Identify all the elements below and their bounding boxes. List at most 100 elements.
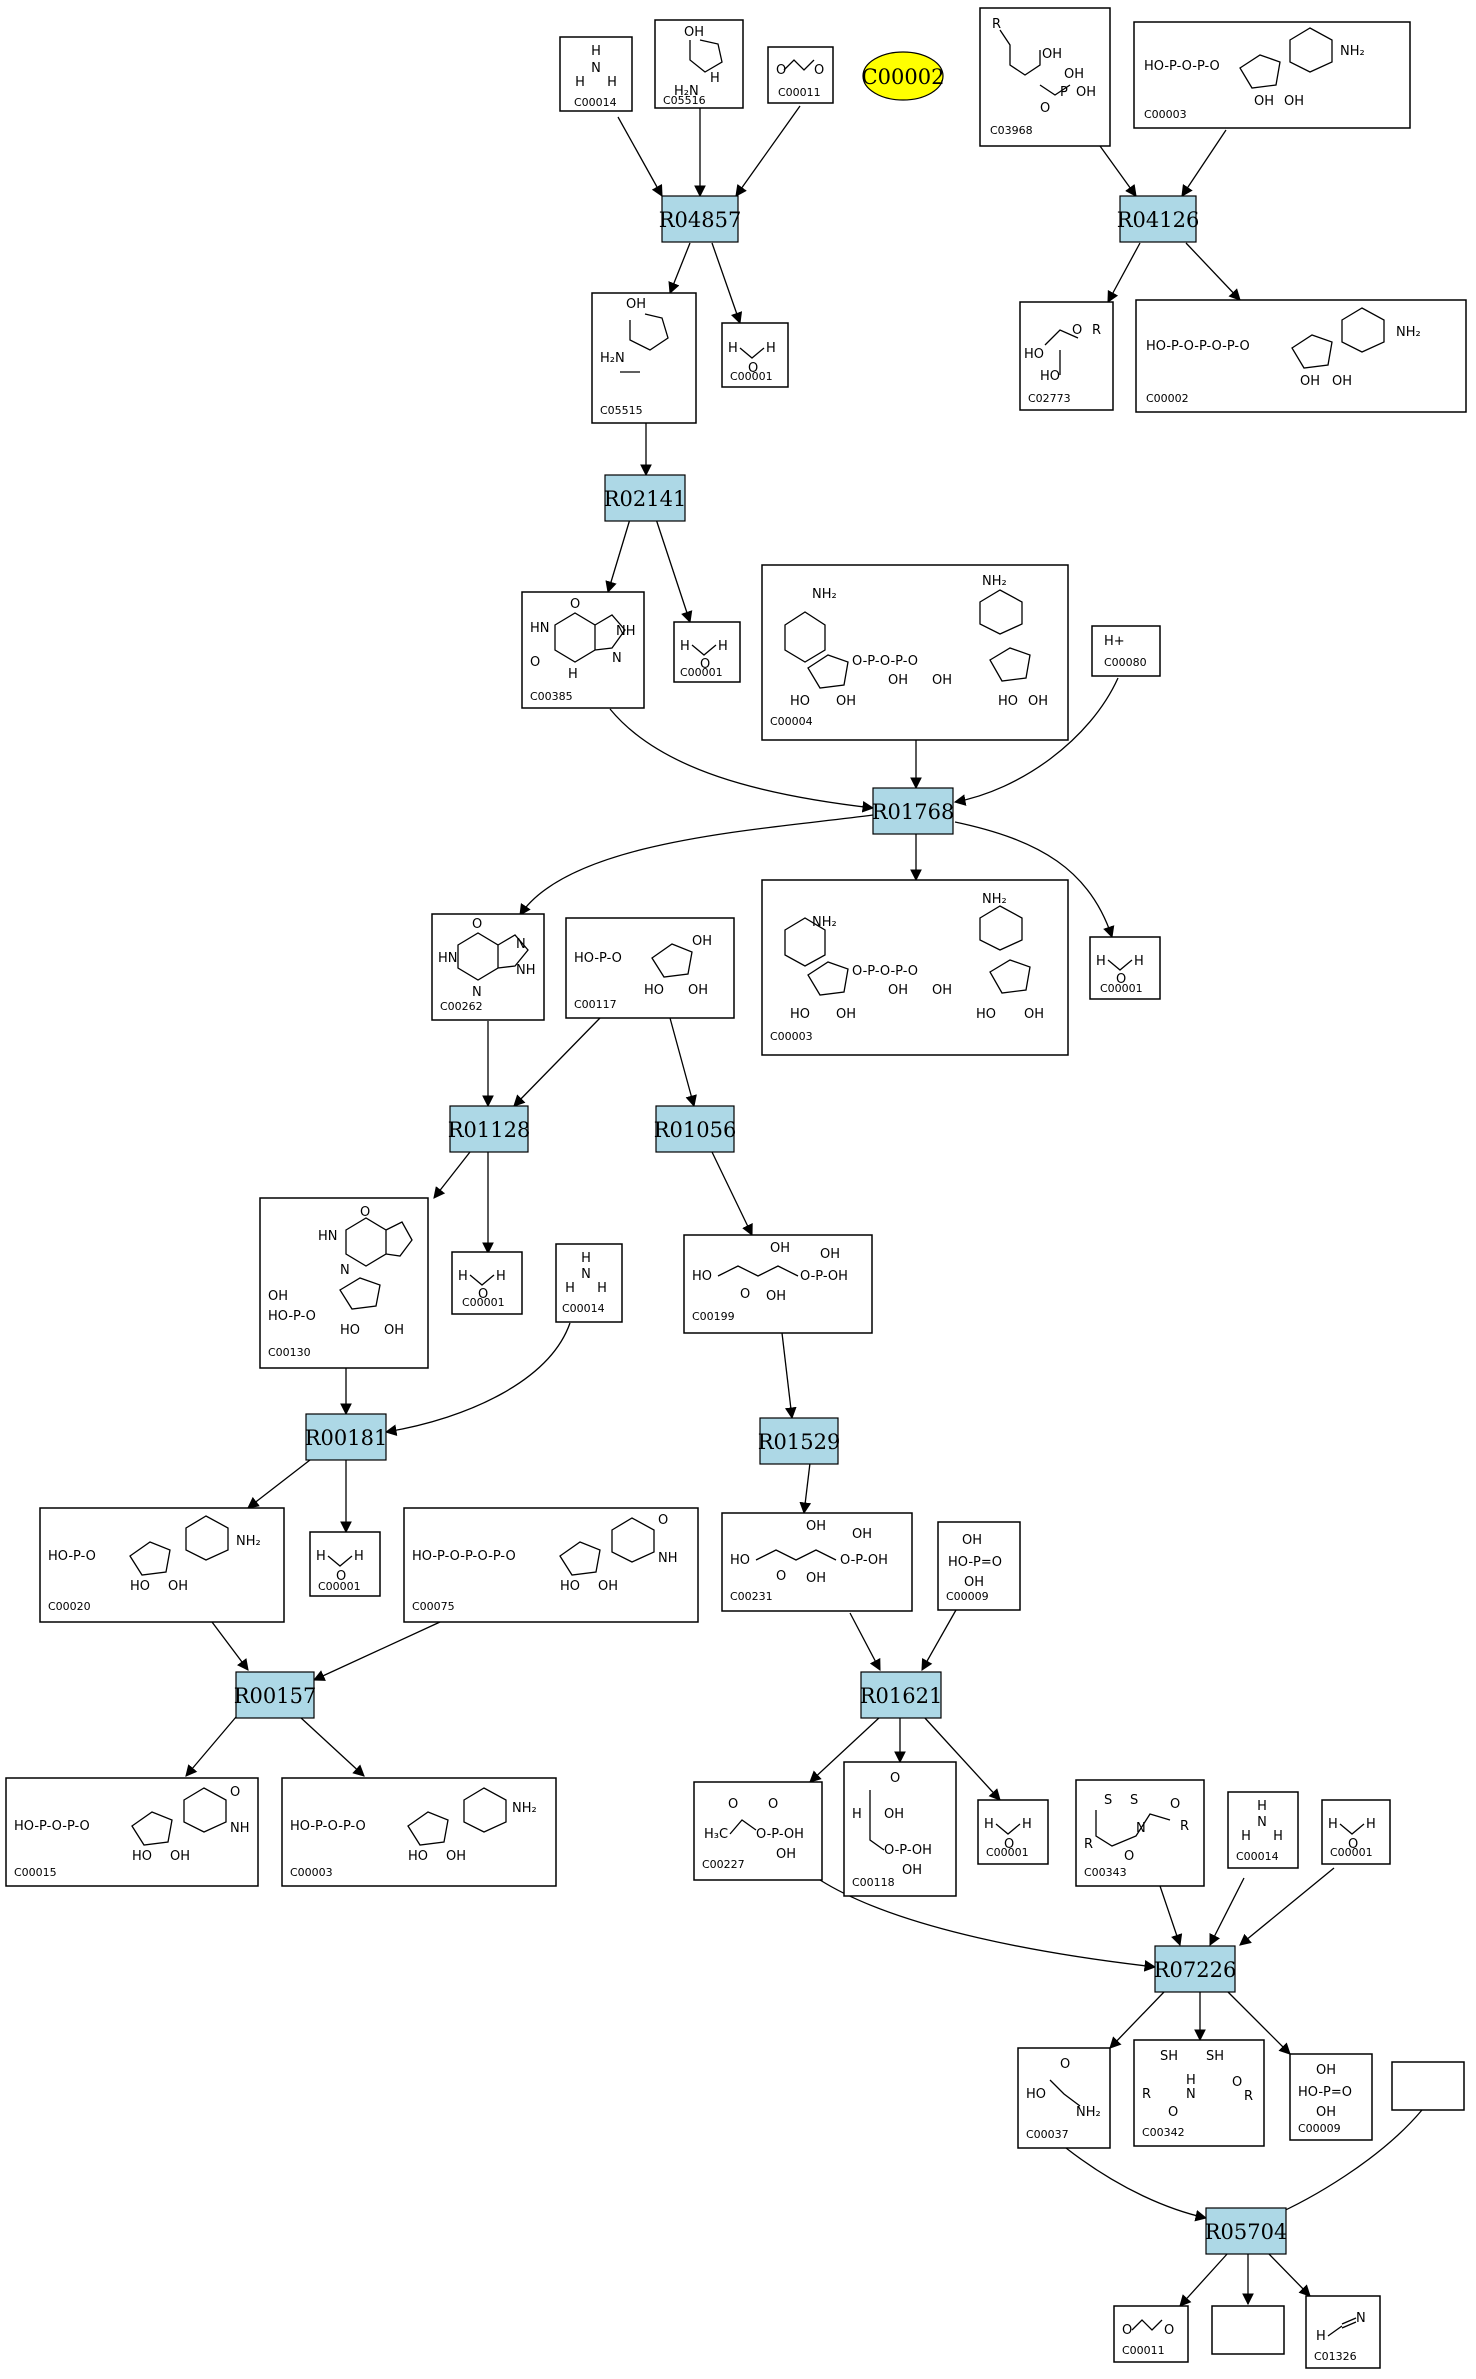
reaction-r01529[interactable]: R01529 — [758, 1417, 841, 1465]
compound-c00001-g[interactable]: H O H C00001 — [1321, 1799, 1391, 1865]
compound-id: C00080 — [1104, 656, 1147, 669]
compound-id: C02773 — [1028, 392, 1071, 405]
svg-text:OH: OH — [1064, 67, 1084, 82]
compound-id: C00014 — [574, 96, 617, 109]
compound-c00003-c[interactable]: HO-P-O-P-O NH₂ HO OH C00003 — [281, 1777, 557, 1887]
compound-c00009-b[interactable]: OH HO-P=O OH C00009 — [1289, 2053, 1373, 2141]
compound-c05515[interactable]: OH H₂N C05515 — [591, 292, 697, 424]
compound-c00020[interactable]: HO-P-O NH₂ HO OH C00020 — [39, 1507, 285, 1623]
compound-c03968[interactable]: R OH OH P OH O C03968 — [979, 7, 1111, 147]
compound-c00262[interactable]: O HN N N NH C00262 — [431, 913, 545, 1021]
svg-text:NH₂: NH₂ — [1076, 2105, 1101, 2120]
compound-c00001-e[interactable]: H O H C00001 — [309, 1531, 381, 1597]
compound-c00385[interactable]: O HN O H NH N C00385 — [521, 591, 645, 709]
compound-c00015[interactable]: HO-P-O-P-O O NH HO OH C00015 — [5, 1777, 259, 1887]
svg-text:O: O — [1072, 323, 1082, 338]
compound-c00001-c[interactable]: H O H C00001 — [1089, 936, 1161, 1000]
svg-text:SH: SH — [1206, 2049, 1224, 2064]
compound-id: C00004 — [770, 715, 813, 728]
svg-text:OH: OH — [820, 1247, 840, 1262]
compound-c00001-f[interactable]: H O H C00001 — [977, 1799, 1049, 1865]
svg-text:N: N — [1136, 1821, 1146, 1836]
svg-text:O: O — [658, 1513, 668, 1528]
compound-id: C00014 — [562, 1302, 605, 1315]
reaction-label: R04126 — [1117, 208, 1200, 232]
svg-text:O: O — [472, 917, 482, 932]
reaction-r04126[interactable]: R04126 — [1117, 195, 1200, 243]
compound-c00014-b[interactable]: H N H H C00014 — [555, 1243, 623, 1323]
reaction-r00157[interactable]: R00157 — [234, 1671, 317, 1719]
reaction-label: R04857 — [659, 208, 742, 232]
compound-id: C00009 — [946, 1590, 989, 1603]
compound-id: C00262 — [440, 1000, 483, 1013]
compound-c00002-highlight[interactable]: C00002 — [862, 51, 945, 101]
svg-text:OH: OH — [1316, 2063, 1336, 2078]
reaction-r04857[interactable]: R04857 — [659, 195, 742, 243]
compound-c00199[interactable]: OH OH HO O-P-OH O OH C00199 — [683, 1234, 873, 1334]
compound-c00003-a[interactable]: HO-P-O-P-O NH₂ OH OH C00003 — [1133, 21, 1411, 129]
compound-c00117[interactable]: HO-P-O OH HO OH C00117 — [565, 917, 735, 1019]
compound-id: C05516 — [663, 94, 706, 107]
compound-c00130[interactable]: O HN N OH HO-P-O HO OH C00130 — [259, 1197, 429, 1369]
compound-c00075[interactable]: HO-P-O-P-O-P-O O NH HO OH C00075 — [403, 1507, 699, 1623]
svg-text:OH: OH — [688, 983, 708, 998]
svg-text:HO-P-O-P-O: HO-P-O-P-O — [290, 1819, 366, 1834]
compound-c00009-a[interactable]: OH HO-P=O OH C00009 — [937, 1521, 1021, 1611]
compound-c00001-d[interactable]: H O H C00001 — [451, 1251, 523, 1315]
svg-text:R: R — [1180, 1819, 1189, 1834]
compound-c00342[interactable]: SH SH H N O R R O C00342 — [1133, 2039, 1265, 2147]
reaction-r01128[interactable]: R01128 — [448, 1105, 531, 1153]
svg-text:HO-P-O-P-O: HO-P-O-P-O — [1144, 59, 1220, 74]
svg-text:O: O — [740, 1287, 750, 1302]
compound-c00014-a[interactable]: H N H H C00014 — [559, 36, 633, 112]
svg-text:N: N — [581, 1267, 591, 1282]
reaction-r01768[interactable]: R01768 — [872, 787, 955, 835]
svg-text:S: S — [1104, 1793, 1112, 1808]
compound-c00011-b[interactable]: O O C00011 — [1113, 2305, 1189, 2363]
compound-unlabeled-output[interactable] — [1211, 2305, 1285, 2355]
svg-text:H: H — [1273, 1829, 1283, 1844]
compound-c00231[interactable]: OH OH HO O-P-OH O OH C00231 — [721, 1512, 913, 1612]
compound-c00014-c[interactable]: H N H H C00014 — [1227, 1791, 1299, 1869]
compound-c02773[interactable]: O R HO HO C02773 — [1019, 301, 1114, 411]
compound-id: C00001 — [1330, 1846, 1373, 1859]
compound-c01326[interactable]: H N C01326 — [1305, 2295, 1381, 2369]
svg-text:NH₂: NH₂ — [812, 587, 837, 602]
compound-c00343[interactable]: S S O R R N O C00343 — [1075, 1779, 1205, 1887]
compound-c00001-a[interactable]: H O H C00001 — [721, 322, 789, 388]
svg-text:NH: NH — [658, 1551, 678, 1566]
svg-text:HO-P-O: HO-P-O — [574, 951, 622, 966]
reaction-r01056[interactable]: R01056 — [654, 1105, 737, 1153]
svg-text:O: O — [1040, 101, 1050, 116]
reaction-label: R01621 — [860, 1684, 943, 1708]
compound-c00004[interactable]: NH₂ O-P-O-P-O OH OH NH₂ HO OH HO OH C000… — [761, 564, 1069, 741]
svg-text:OH: OH — [888, 983, 908, 998]
reaction-r02141[interactable]: R02141 — [604, 474, 687, 522]
compound-id: C00231 — [730, 1590, 773, 1603]
svg-text:O: O — [1060, 2057, 1070, 2072]
compound-c00003-b[interactable]: NH₂ O-P-O-P-O OH OH NH₂ HO OH HO OH C000… — [761, 879, 1069, 1056]
compound-c00001-b[interactable]: H O H C00001 — [673, 621, 741, 683]
compound-c05516[interactable]: OH H₂N H C05516 — [654, 19, 744, 109]
svg-text:O: O — [1116, 972, 1126, 987]
svg-text:OH: OH — [932, 983, 952, 998]
compound-unlabeled-input[interactable] — [1391, 2061, 1465, 2111]
svg-text:HO: HO — [1040, 369, 1060, 384]
compound-c00118[interactable]: O H OH O-P-OH OH C00118 — [843, 1761, 957, 1897]
svg-text:HO-P-O: HO-P-O — [268, 1309, 316, 1324]
compound-c00002[interactable]: HO-P-O-P-O-P-O NH₂ OH OH C00002 — [1135, 299, 1467, 413]
reaction-r00181[interactable]: R00181 — [305, 1413, 388, 1461]
compound-c00011-a[interactable]: O O C00011 — [767, 46, 834, 104]
compound-c00037[interactable]: O HO NH₂ C00037 — [1017, 2047, 1111, 2149]
svg-text:OH: OH — [964, 1575, 984, 1590]
reaction-r05704[interactable]: R05704 — [1205, 2207, 1288, 2255]
svg-text:H₃C: H₃C — [704, 1827, 728, 1842]
compound-c00080[interactable]: H+ C00080 — [1091, 625, 1161, 677]
svg-text:HO-P-O-P-O-P-O: HO-P-O-P-O-P-O — [1146, 339, 1250, 354]
reaction-r07226[interactable]: R07226 — [1154, 1945, 1237, 1993]
reaction-r01621[interactable]: R01621 — [860, 1671, 943, 1719]
svg-text:H: H — [1096, 954, 1106, 969]
svg-text:OH: OH — [598, 1579, 618, 1594]
compound-c00227[interactable]: O O H₃C O-P-OH OH C00227 — [693, 1781, 823, 1881]
